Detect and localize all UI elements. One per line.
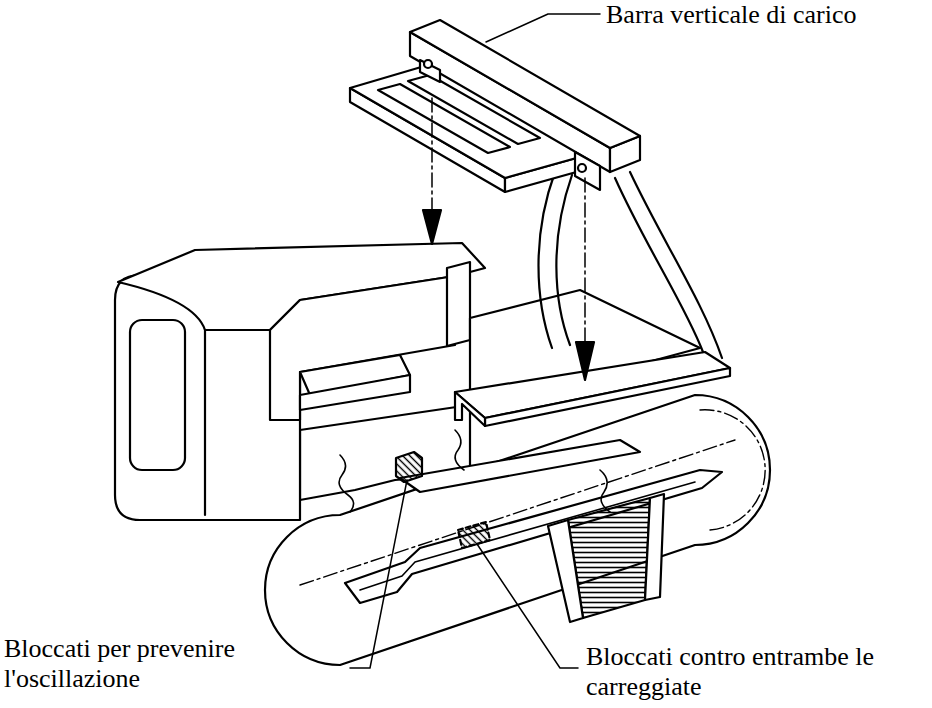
leader-line (350, 480, 407, 668)
load-pin (578, 164, 586, 172)
break-line (339, 455, 353, 512)
track-frame (345, 470, 722, 603)
block-hidden (458, 522, 490, 548)
rops-post (630, 172, 722, 358)
load-pin (424, 60, 432, 68)
break-line (455, 430, 464, 470)
rops-post (539, 172, 556, 348)
fender-edge (485, 368, 730, 426)
load-arrow (584, 178, 586, 345)
side-step (300, 375, 410, 410)
fender-drop (455, 392, 485, 426)
break-line (600, 470, 610, 512)
part-label: Bloccati per prevenire l'oscillazione (4, 634, 294, 694)
wedge-side (548, 520, 583, 622)
part-label: Barra verticale di carico (606, 0, 928, 30)
part-label: Bloccati contro entrambe le carreggiate (586, 642, 928, 702)
hood-side (270, 276, 455, 420)
arrowhead (576, 342, 594, 380)
load-bar-leg (420, 60, 440, 82)
cab-pillar (447, 262, 470, 346)
load-bar-top (410, 20, 640, 148)
leader-line (477, 544, 578, 668)
radiator-grille (130, 320, 185, 470)
rops-post (556, 175, 572, 345)
arrowhead (423, 210, 441, 244)
load-arrow (431, 98, 433, 215)
leader-line (486, 14, 600, 42)
wedge-side (645, 494, 664, 600)
engine-edge (204, 300, 206, 515)
rops-post (615, 178, 703, 352)
load-bar-leg (575, 152, 600, 190)
frame-beam (400, 440, 640, 492)
block (396, 452, 422, 482)
track (265, 395, 770, 665)
